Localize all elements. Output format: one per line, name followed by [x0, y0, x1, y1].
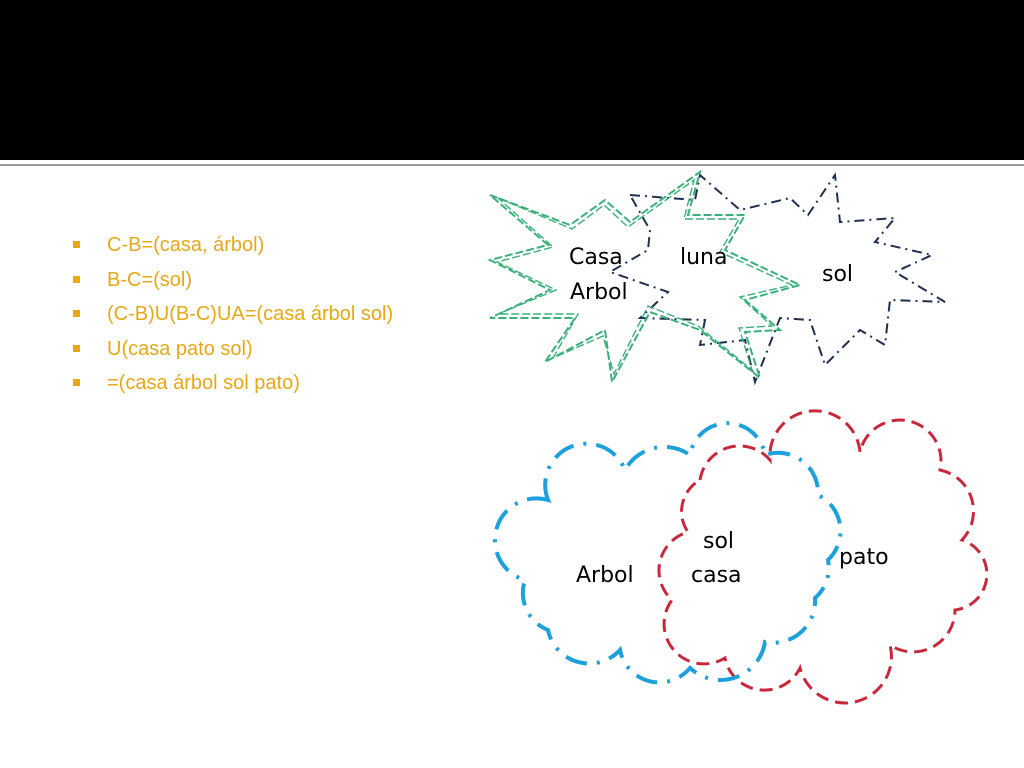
label-sol: sol [703, 529, 734, 554]
green-star-inner-outline [494, 178, 795, 376]
bullet-item: U(casa pato sol) [70, 332, 393, 367]
top-venn-diagram: Casa Arbol luna sol [487, 169, 946, 386]
square-bullet-icon [73, 275, 80, 283]
bullet-item: =(casa árbol sol pato) [70, 366, 393, 401]
label-arbol: Arbol [576, 563, 634, 588]
square-bullet-icon [73, 241, 80, 248]
cyan-cloud-set [492, 421, 843, 685]
label-arbol: Arbol [570, 280, 628, 305]
bullet-text: B-C=(sol) [107, 268, 193, 291]
bullet-text: C-B=(casa, árbol) [107, 234, 265, 256]
label-luna: luna [680, 245, 727, 270]
bullet-item: B-C=(sol) [70, 263, 393, 298]
square-bullet-icon [73, 379, 80, 386]
label-pato: pato [839, 545, 889, 570]
bullet-item: (C-B)U(B-C)UA=(casa árbol sol) [70, 297, 393, 332]
bullet-text: =(casa árbol sol pato) [107, 372, 300, 394]
square-bullet-icon [73, 310, 80, 317]
bullet-text: (C-B)U(B-C)UA=(casa árbol sol) [107, 303, 394, 325]
bullet-item: C-B=(casa, árbol) [70, 228, 393, 263]
bullet-text: U(casa pato sol) [107, 337, 253, 360]
square-bullet-icon [73, 344, 80, 352]
label-casa: casa [691, 563, 742, 588]
green-star-set-c [487, 169, 803, 386]
title-divider [0, 160, 1024, 166]
red-cloud-set [657, 409, 989, 705]
title-band [0, 0, 1024, 160]
bullet-list: C-B=(casa, árbol) B-C=(sol) (C-B)U(B-C)U… [70, 228, 393, 401]
label-casa: Casa [569, 245, 623, 270]
label-sol: sol [822, 262, 853, 287]
bottom-venn-diagram: Arbol sol casa pato [492, 409, 989, 705]
